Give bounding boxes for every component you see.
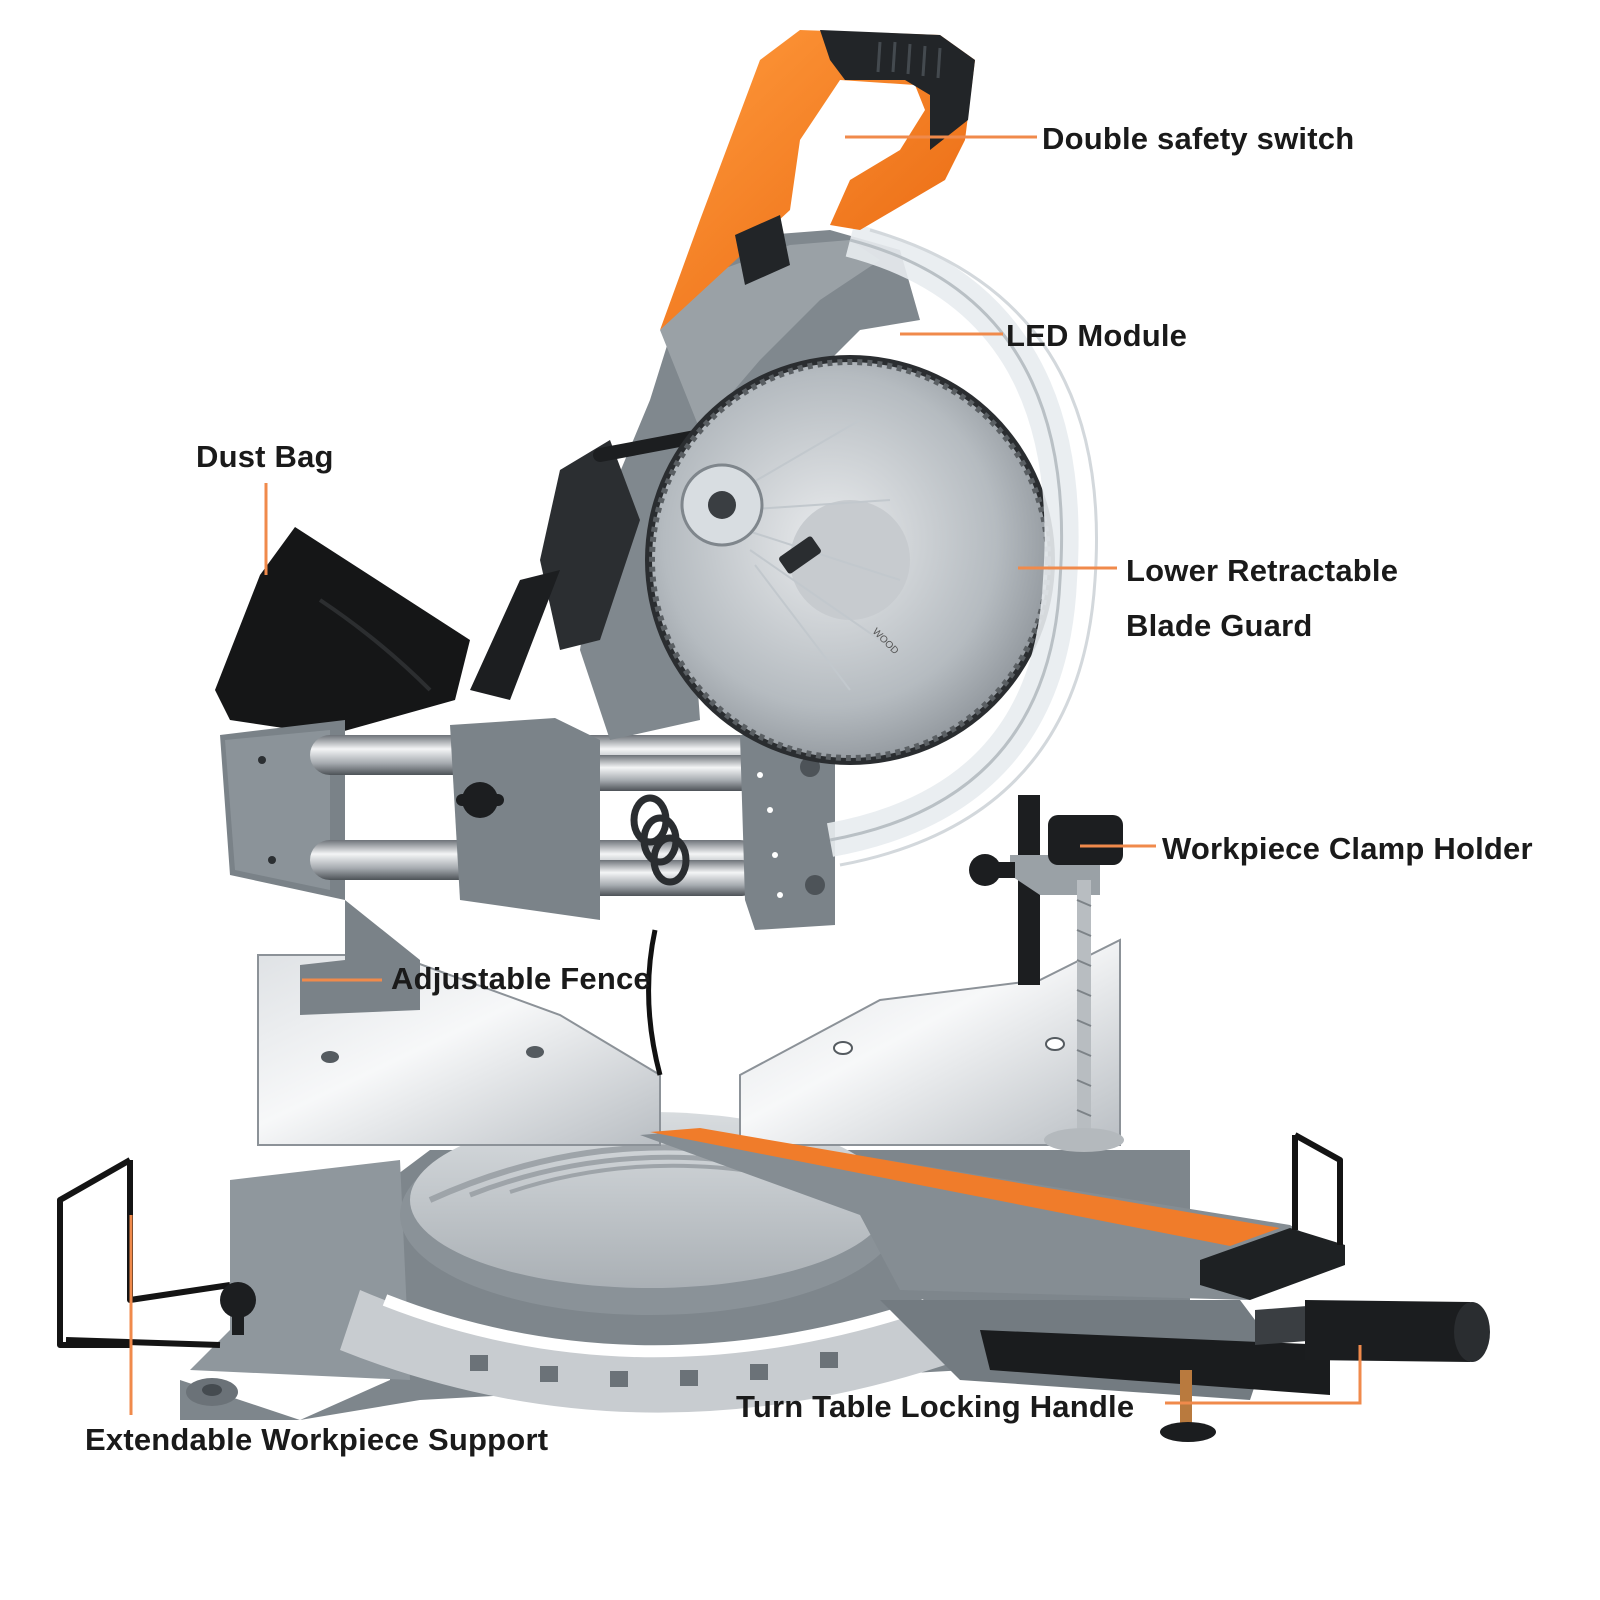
miter-arm	[640, 1128, 1345, 1400]
fence-knob	[220, 1282, 256, 1335]
label-lower-blade-guard-line2: Blade Guard	[1126, 608, 1313, 643]
workpiece-clamp	[969, 795, 1124, 1152]
slide-carriage	[450, 718, 835, 1076]
leader-turn-table-handle	[1165, 1345, 1362, 1405]
dust-bag	[215, 527, 470, 735]
label-lower-blade-guard-line1: Lower Retractable	[1126, 553, 1399, 588]
saw-blade	[645, 355, 1055, 765]
label-extendable-workpiece-support: Extendable Workpiece Support	[85, 1422, 549, 1457]
label-adjustable-fence: Adjustable Fence	[391, 961, 651, 996]
extendable-support-left	[57, 1157, 231, 1348]
label-dust-bag: Dust Bag	[196, 439, 334, 474]
label-led-module: LED Module	[1006, 318, 1188, 353]
operating-handle	[660, 30, 975, 330]
label-workpiece-clamp-holder: Workpiece Clamp Holder	[1162, 831, 1533, 866]
extendable-support-right	[1292, 1132, 1343, 1245]
label-double-safety-switch: Double safety switch	[1042, 121, 1355, 156]
locking-handle	[1160, 1300, 1490, 1442]
label-turn-table-locking-handle: Turn Table Locking Handle	[736, 1389, 1135, 1424]
callout-lines	[129, 135, 1362, 1415]
